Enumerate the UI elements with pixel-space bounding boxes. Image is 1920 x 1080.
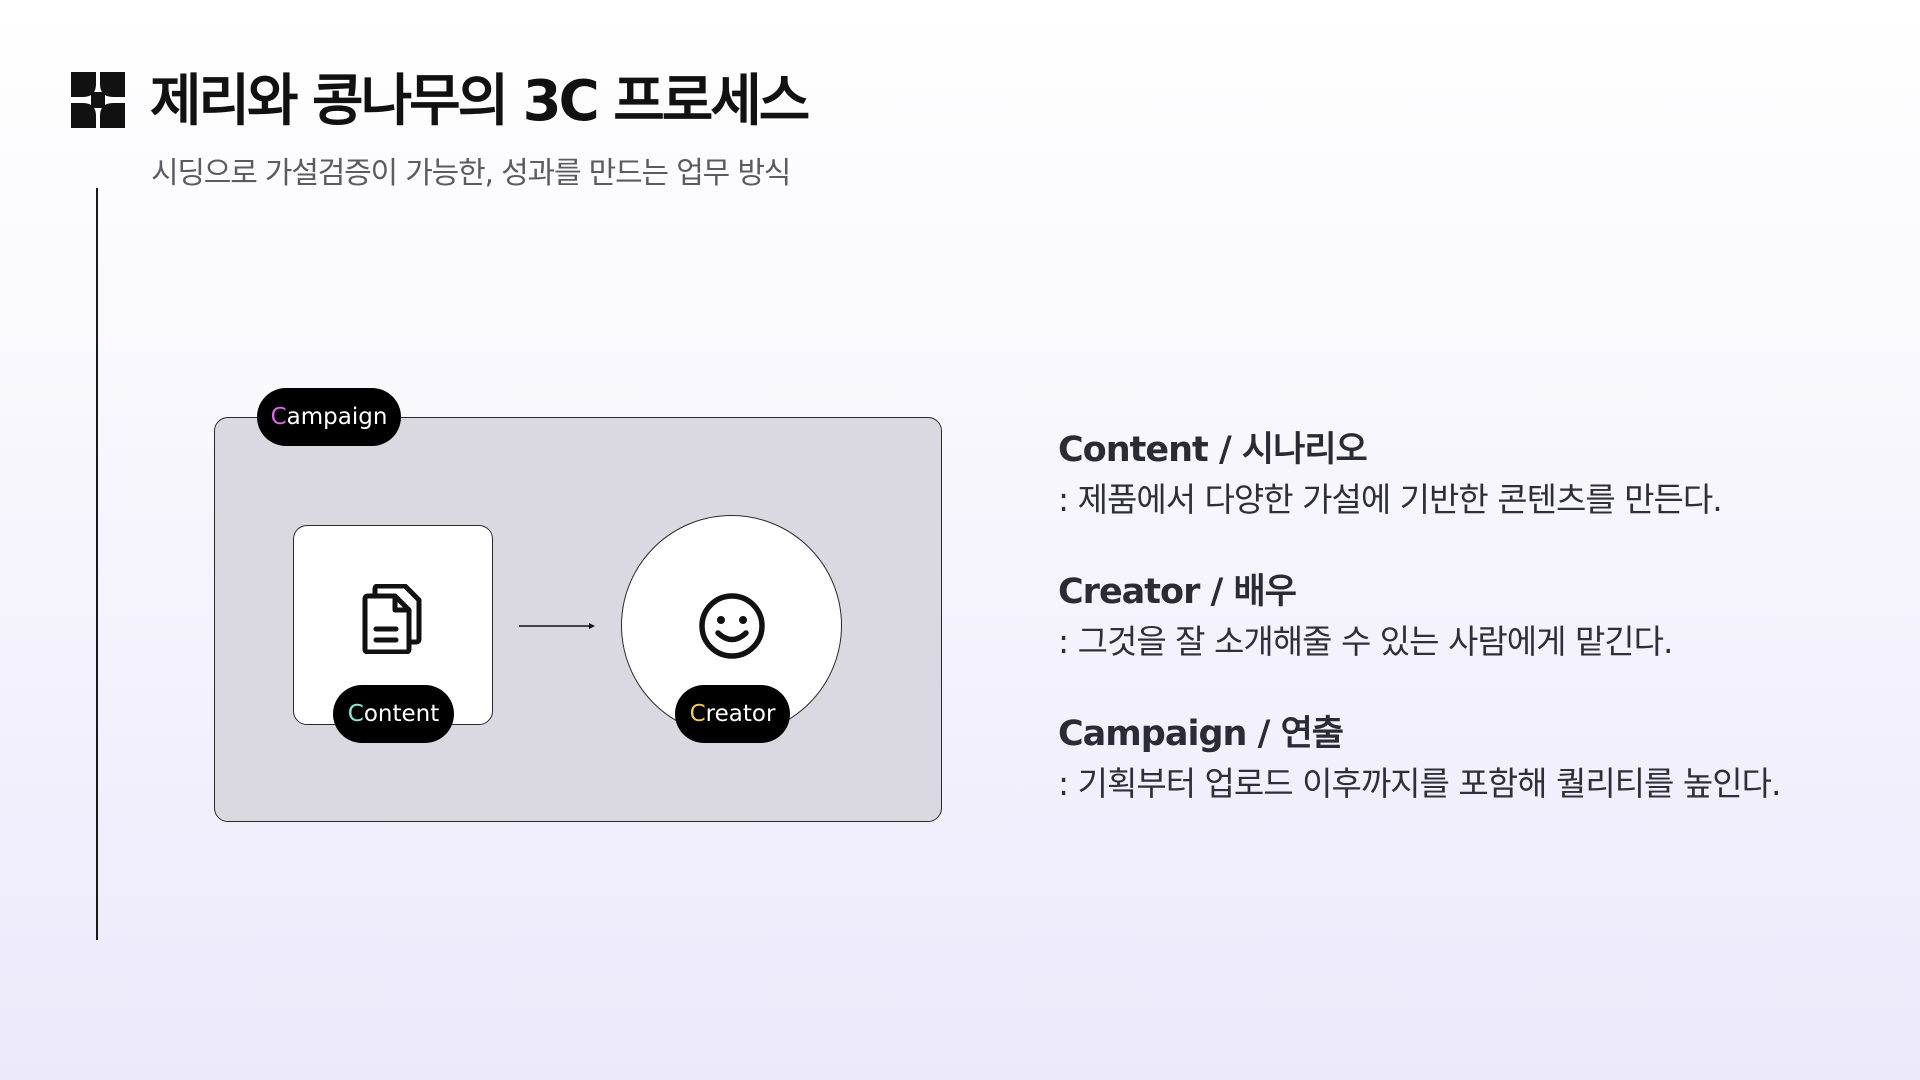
documents-icon — [362, 584, 422, 654]
vertical-divider — [96, 188, 98, 940]
campaign-label-initial: C — [270, 404, 287, 430]
content-label-initial: C — [347, 701, 364, 727]
content-label-rest: ontent — [363, 701, 440, 727]
campaign-label-rest: ampaign — [286, 404, 388, 430]
pinwheel-logo-icon — [71, 72, 125, 128]
smiley-icon — [699, 593, 765, 659]
content-description-text: : 제품에서 다양한 가설에 기반한 콘텐츠를 만든다. — [1058, 480, 1723, 519]
content-label: Content — [333, 685, 454, 743]
campaign-description-heading: Campaign / 연출 — [1058, 714, 1344, 754]
page-subtitle: 시딩으로 가설검증이 가능한, 성과를 만드는 업무 방식 — [151, 156, 791, 191]
creator-description-heading: Creator / 배우 — [1058, 572, 1297, 612]
creator-label-rest: reator — [705, 701, 776, 727]
page-title: 제리와 콩나무의 3C 프로세스 — [150, 69, 810, 134]
creator-description-text: : 그것을 잘 소개해줄 수 있는 사람에게 맡긴다. — [1058, 622, 1674, 661]
creator-label-initial: C — [689, 701, 706, 727]
creator-label: Creator — [675, 685, 790, 743]
campaign-description-text: : 기획부터 업로드 이후까지를 포함해 퀄리티를 높인다. — [1058, 764, 1781, 803]
arrow-right-icon — [519, 623, 595, 629]
content-description-heading: Content / 시나리오 — [1058, 430, 1368, 470]
campaign-label: Campaign — [257, 388, 401, 446]
